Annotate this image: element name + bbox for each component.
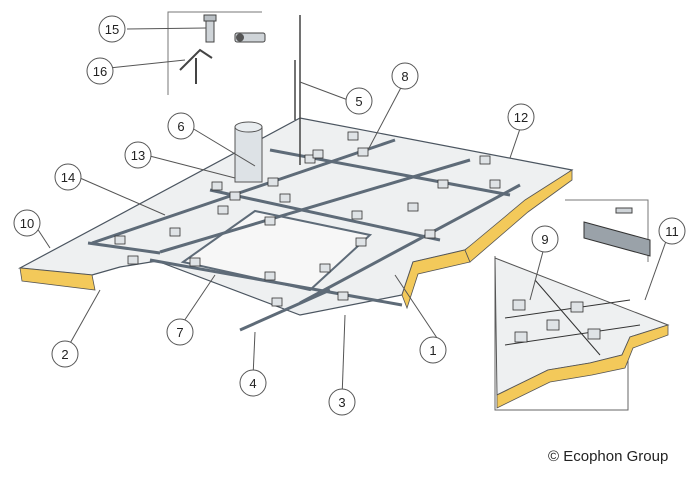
svg-text:9: 9 <box>541 232 548 247</box>
svg-text:8: 8 <box>401 69 408 84</box>
callout-14: 14 <box>54 163 82 191</box>
callout-11: 11 <box>658 217 686 245</box>
svg-text:16: 16 <box>93 64 107 79</box>
screw-icon <box>203 14 217 43</box>
callout-6: 6 <box>167 112 195 140</box>
callouts: 1 2 3 4 5 6 7 8 9 10 11 12 13 14 15 <box>13 15 686 416</box>
callout-4: 4 <box>239 369 267 397</box>
copyright-text: © Ecophon Group <box>548 448 669 465</box>
duct-cylinder <box>234 121 263 183</box>
detail-clips <box>512 299 601 343</box>
hanger-bracket-icon <box>179 48 213 84</box>
svg-text:2: 2 <box>61 347 68 362</box>
svg-text:10: 10 <box>20 216 34 231</box>
edge-profile-icon <box>583 207 651 257</box>
svg-text:6: 6 <box>177 119 184 134</box>
callout-3: 3 <box>328 388 356 416</box>
callout-9: 9 <box>531 225 559 253</box>
panel-edge-far-right <box>464 169 573 263</box>
ceiling-assembly <box>17 15 574 332</box>
callout-1: 1 <box>419 336 447 364</box>
svg-text:5: 5 <box>355 94 362 109</box>
svg-text:12: 12 <box>514 110 528 125</box>
grid-clips <box>114 131 501 307</box>
svg-text:3: 3 <box>338 395 345 410</box>
callout-7: 7 <box>166 318 194 346</box>
svg-text:4: 4 <box>249 376 256 391</box>
callout-5: 5 <box>345 87 373 115</box>
svg-text:11: 11 <box>665 224 679 239</box>
svg-text:14: 14 <box>61 170 75 185</box>
anchor-bolt-icon <box>234 32 266 43</box>
callout-2: 2 <box>51 340 79 368</box>
panel-edge-left <box>19 267 96 291</box>
clip-detail-inset <box>494 199 670 411</box>
callout-13: 13 <box>124 141 152 169</box>
hanger-wire <box>294 15 301 165</box>
callout-16: 16 <box>86 57 114 85</box>
callout-12: 12 <box>507 103 535 131</box>
svg-text:7: 7 <box>176 325 183 340</box>
svg-text:13: 13 <box>131 148 145 163</box>
callout-8: 8 <box>391 62 419 90</box>
callout-15: 15 <box>98 15 126 43</box>
detail-panel-edge <box>496 324 669 409</box>
grid-runners <box>87 138 521 332</box>
callout-10: 10 <box>13 209 41 237</box>
svg-text:1: 1 <box>429 343 436 358</box>
fixings-inset <box>167 11 266 95</box>
svg-text:15: 15 <box>105 22 119 37</box>
